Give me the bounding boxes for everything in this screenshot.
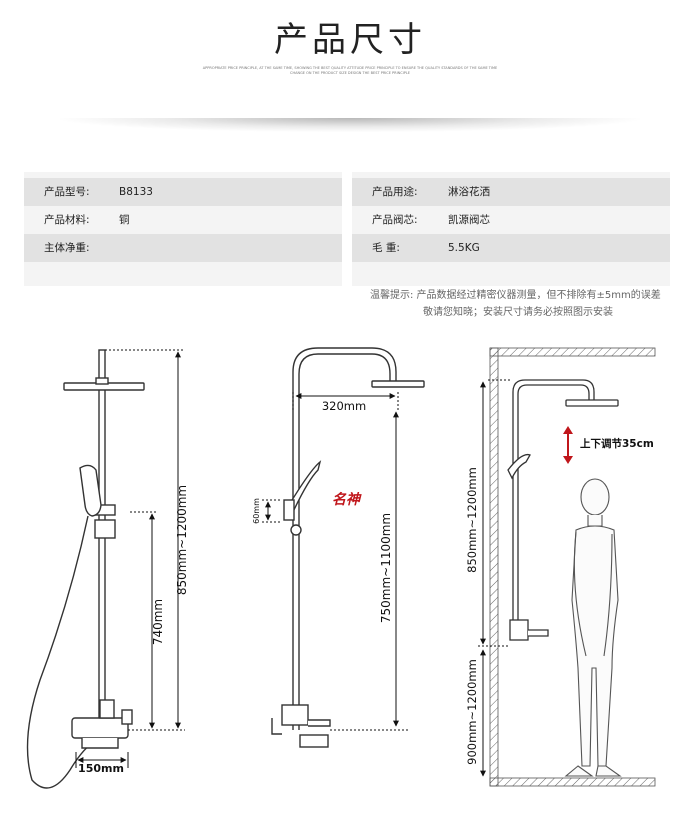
- wall: [489, 347, 499, 787]
- spec-table-left: 产品型号: B8133 产品材料: 铜 主体净重:: [24, 172, 342, 286]
- mixer-valve: [71, 717, 129, 739]
- brand-logo: 名神: [332, 491, 362, 508]
- spec-row: 产品用途: 淋浴花洒: [352, 178, 670, 206]
- spec-value: 铜: [119, 214, 130, 226]
- hose: [26, 515, 101, 789]
- dim-label: 60mm: [252, 498, 261, 524]
- spec-key: 主体净重:: [44, 242, 90, 254]
- figure-1-dimensions: [75, 349, 185, 768]
- spec-value: 凯源阀芯: [448, 214, 490, 226]
- person-figure: [564, 478, 622, 777]
- dim-label: 850mm~1200mm: [465, 467, 479, 573]
- adjust-indicator: [563, 426, 573, 464]
- figure-3-dimensions: [478, 379, 510, 777]
- tip-note: 温馨提示: 产品数据经过精密仪器测量，但不排除有±5mm的误差 敬请您知晓；安装…: [370, 287, 690, 321]
- dim-label: 150mm: [78, 762, 124, 775]
- spec-key: 产品材料:: [44, 214, 90, 226]
- spec-row: 主体净重:: [24, 234, 342, 262]
- figure-3-installation: [489, 347, 656, 787]
- dim-label: 740mm: [151, 599, 165, 645]
- spec-value: 5.5KG: [448, 242, 480, 254]
- shower-head: [371, 380, 425, 388]
- spec-value: B8133: [119, 186, 153, 198]
- spec-row: 毛 重: 5.5KG: [352, 234, 670, 262]
- figure-2-shower: [271, 347, 425, 748]
- dim-label: 850mm~1200mm: [175, 485, 189, 595]
- pole: [98, 349, 106, 736]
- spec-key: 毛 重:: [372, 242, 400, 254]
- pole-arm: [292, 347, 397, 730]
- tip-line: 温馨提示: 产品数据经过精密仪器测量，但不排除有±5mm的误差: [370, 290, 661, 301]
- spec-row: 产品材料: 铜: [24, 206, 342, 234]
- spec-value: 淋浴花洒: [448, 186, 490, 198]
- mixer-valve: [281, 704, 309, 726]
- spec-key: 产品用途:: [372, 186, 418, 198]
- spec-table-right: 产品用途: 淋浴花洒 产品阀芯: 凯源阀芯 毛 重: 5.5KG: [352, 172, 670, 286]
- spec-row: 产品阀芯: 凯源阀芯: [352, 206, 670, 234]
- page-title: 产品尺寸: [274, 20, 426, 60]
- spec-key: 产品型号:: [44, 186, 90, 198]
- dim-label: 900mm~1200mm: [465, 659, 479, 765]
- divider-shadow: [60, 118, 640, 132]
- dim-label: 320mm: [322, 399, 366, 413]
- decorative-fineprint: APPROPRIATE PRICE PRINCIPLE, AT THE SAME…: [202, 66, 498, 75]
- ceiling: [489, 347, 656, 357]
- spec-key: 产品阀芯:: [372, 214, 418, 226]
- adjust-note: 上下调节35cm: [580, 437, 654, 450]
- dim-label: 750mm~1100mm: [379, 513, 393, 623]
- tip-line: 敬请您知晓；安装尺寸请务必按照图示安装: [423, 307, 613, 318]
- figure-2-dimensions: [262, 392, 410, 731]
- figure-1-shower: [26, 349, 145, 789]
- floor: [489, 777, 656, 787]
- hand-shower: [79, 464, 102, 517]
- spec-row: 产品型号: B8133: [24, 178, 342, 206]
